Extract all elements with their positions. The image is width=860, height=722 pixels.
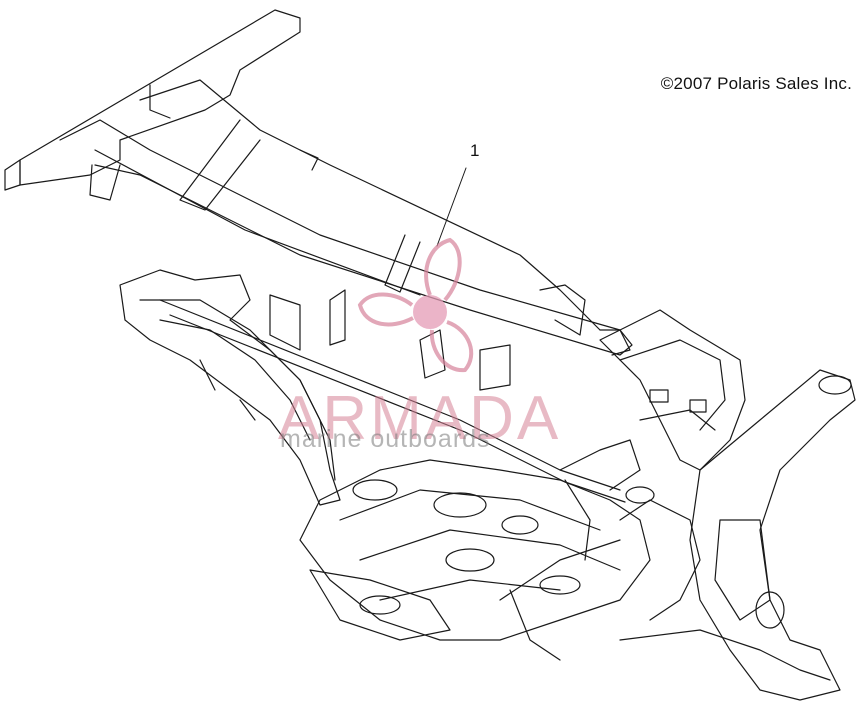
callout-number: 1 [470,141,480,160]
watermark-logo [357,237,474,373]
watermark-name: ARMADA [278,384,562,453]
watermark-tagline: marine outboards [280,425,491,453]
copyright-notice: ©2007 Polaris Sales Inc. [660,74,852,93]
frame-drawing [4,9,856,701]
